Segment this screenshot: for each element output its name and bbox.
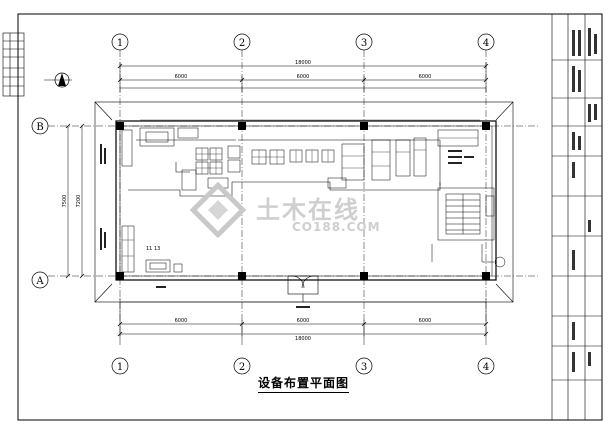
axis-row-a: A bbox=[35, 276, 44, 287]
tag-11: 11 bbox=[146, 246, 152, 252]
axis-bottom-3: 3 bbox=[361, 362, 367, 373]
dim-top-span-1: 6000 bbox=[175, 74, 188, 80]
stair-callout bbox=[431, 244, 506, 268]
axis-bottom-1: 1 bbox=[117, 362, 123, 373]
title-block bbox=[551, 14, 602, 420]
dim-bottom-span-1: 6000 bbox=[175, 318, 188, 324]
dim-top-total: 18000 bbox=[295, 60, 311, 66]
axis-row-b: B bbox=[36, 122, 43, 133]
axis-top-1: 1 bbox=[117, 38, 123, 49]
equipment-left-marks bbox=[122, 226, 134, 272]
dim-top-span-3: 6000 bbox=[419, 74, 432, 80]
equipment-top-marks bbox=[196, 137, 478, 174]
entrance-door bbox=[287, 275, 319, 302]
left-title-strip bbox=[2, 32, 25, 97]
dim-top-span-2: 6000 bbox=[297, 74, 310, 80]
axis-bubbles-top bbox=[111, 33, 495, 51]
dim-left-inner: 7200 bbox=[76, 195, 82, 208]
north-arrow-icon bbox=[44, 72, 72, 88]
dimension-lines bbox=[67, 62, 487, 338]
annotation-marks bbox=[100, 144, 474, 308]
dim-bottom-span-3: 6000 bbox=[419, 318, 432, 324]
structural-columns bbox=[116, 122, 490, 280]
tag-13: 13 bbox=[154, 246, 160, 252]
eave-outline bbox=[94, 101, 514, 303]
title-block-fill bbox=[572, 28, 597, 372]
equipment-top bbox=[139, 127, 479, 191]
axis-bottom-4: 4 bbox=[483, 362, 489, 373]
axis-top-4: 4 bbox=[483, 38, 489, 49]
axis-top-3: 3 bbox=[361, 38, 367, 49]
staircase bbox=[437, 187, 495, 241]
axis-bubbles-rows bbox=[31, 117, 49, 289]
building-walls bbox=[115, 120, 497, 281]
axis-bottom-2: 2 bbox=[239, 362, 245, 373]
piping bbox=[128, 139, 441, 197]
sheet-border bbox=[17, 13, 603, 421]
axis-bubbles-bottom bbox=[111, 357, 495, 375]
dimension-ticks bbox=[65, 63, 489, 337]
wall-inner bbox=[119, 125, 493, 277]
dim-bottom-total: 18000 bbox=[295, 336, 311, 342]
dim-bottom-span-2: 6000 bbox=[297, 318, 310, 324]
axis-top-2: 2 bbox=[239, 38, 245, 49]
drawing-title: 设备布置平面图 bbox=[258, 374, 350, 393]
dim-left-outer: 7500 bbox=[62, 195, 68, 208]
grid-lines bbox=[48, 50, 540, 346]
